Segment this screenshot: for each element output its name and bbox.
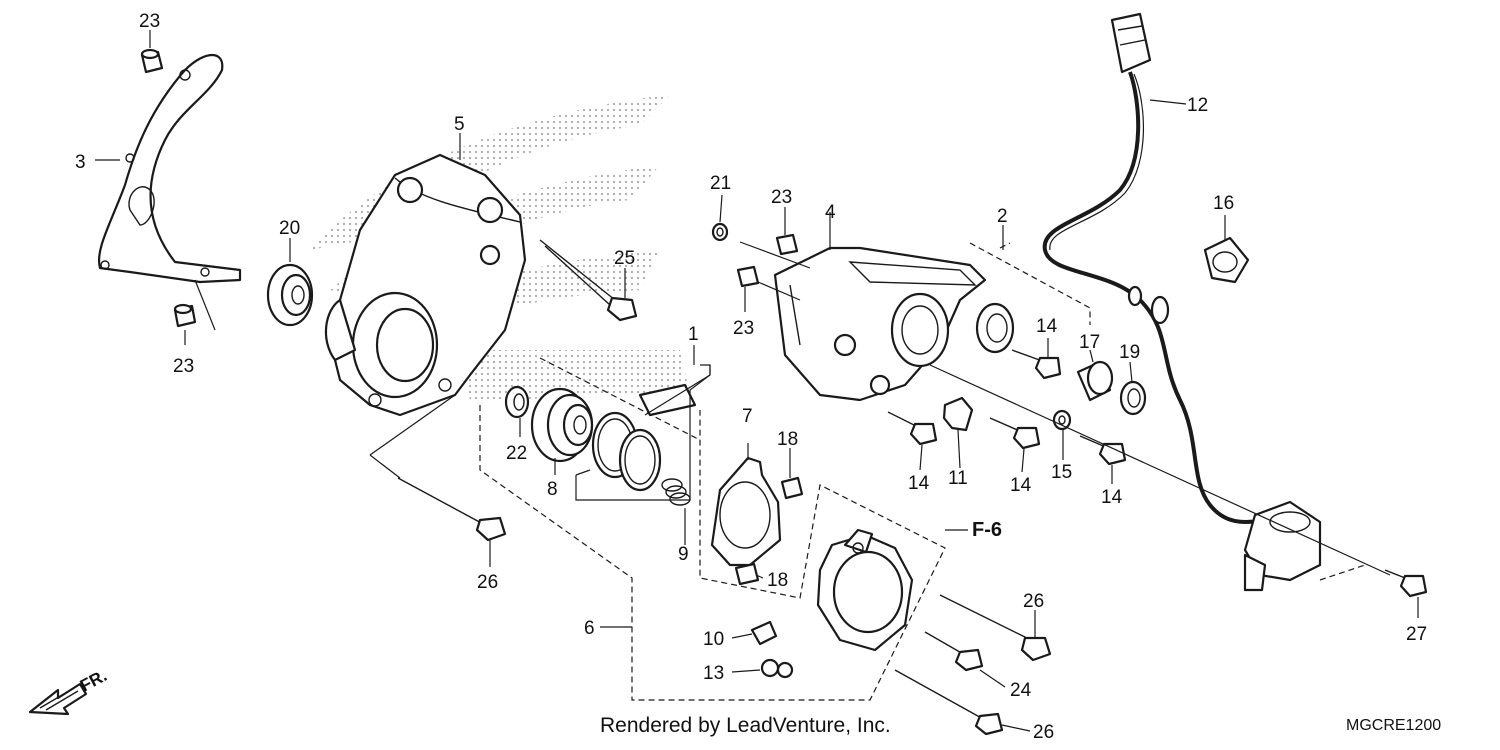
- dowel-pin: [173, 303, 197, 328]
- front-direction-arrow: FR.: [28, 666, 110, 716]
- bolt: [539, 239, 638, 322]
- callout-labels: 23 3 20 23 5 25 1 22 8 9 26 6 7 18 18 10…: [75, 11, 1427, 743]
- dowel-pin: [734, 562, 760, 586]
- assembly-outline: [969, 242, 1366, 581]
- callout-14: 14: [1101, 487, 1123, 508]
- impeller: [530, 387, 594, 463]
- callout-1: 1: [688, 324, 699, 345]
- diagram-code: MGCRE1200: [1346, 717, 1441, 734]
- pump-gasket: [710, 456, 782, 567]
- callout-20: 20: [279, 218, 300, 239]
- callout-7: 7: [742, 406, 753, 427]
- callout-17: 17: [1079, 332, 1100, 353]
- callout-23: 23: [173, 356, 194, 377]
- callout-22: 22: [506, 443, 527, 464]
- dowel-pin: [775, 233, 799, 256]
- callout-24: 24: [1010, 680, 1032, 701]
- pump-housing: [816, 528, 914, 652]
- mechanical-seal: [504, 385, 530, 419]
- callout-14: 14: [1010, 475, 1032, 496]
- callout-14: 14: [908, 473, 930, 494]
- bolt: [924, 631, 984, 672]
- assembly-outline: [369, 241, 1391, 576]
- washer: [1052, 409, 1072, 431]
- callout-4: 4: [825, 202, 836, 223]
- callout-15: 15: [1051, 462, 1072, 483]
- callout-18: 18: [767, 570, 788, 591]
- oil-seal: [266, 263, 314, 327]
- o-ring: [618, 428, 662, 492]
- callout-2: 2: [997, 206, 1008, 227]
- callout-16: 16: [1213, 193, 1234, 214]
- callout-23: 23: [733, 318, 754, 339]
- dowel-pin: [736, 265, 760, 288]
- kit-bracket: [644, 364, 711, 416]
- bolt: [1079, 435, 1127, 466]
- dowel-pin: [780, 476, 804, 500]
- callout-8: 8: [547, 479, 558, 500]
- callout-23: 23: [771, 187, 792, 208]
- callout-13: 13: [703, 663, 724, 684]
- bolt: [397, 477, 507, 542]
- callout-11: 11: [948, 468, 968, 489]
- callout-5: 5: [454, 114, 465, 135]
- wire-harness: [1042, 12, 1271, 524]
- callout-6: 6: [584, 618, 595, 639]
- callout-19: 19: [1119, 342, 1140, 363]
- dowel-pin: [140, 48, 164, 74]
- callout-10: 10: [703, 629, 724, 650]
- callout-9: 9: [678, 544, 689, 565]
- gasket-bracket: [97, 54, 242, 331]
- bolt: [1384, 569, 1428, 598]
- clip: [942, 396, 974, 432]
- temperature-sensor: [1243, 500, 1322, 592]
- bolt: [894, 669, 1004, 736]
- credit-text: Rendered by LeadVenture, Inc.: [600, 714, 891, 737]
- sleeve: [1076, 360, 1114, 402]
- callout-18: 18: [777, 429, 798, 450]
- bolt: [989, 417, 1041, 450]
- callout-21: 21: [710, 173, 731, 194]
- callout-26: 26: [1023, 591, 1044, 612]
- callout-26: 26: [477, 572, 498, 593]
- bolt: [1011, 349, 1062, 380]
- o-ring: [1119, 380, 1147, 416]
- callout-23: 23: [139, 11, 160, 32]
- hose-clamp: [750, 620, 778, 646]
- callout-26: 26: [1033, 722, 1054, 743]
- callout-25: 25: [614, 248, 635, 269]
- bolt: [887, 411, 938, 446]
- callout-27: 27: [1406, 624, 1427, 645]
- callout-12: 12: [1187, 95, 1208, 116]
- spring: [661, 478, 691, 506]
- callout-14: 14: [1036, 316, 1058, 337]
- thermostat-housing: [773, 246, 1015, 402]
- bolt: [939, 594, 1052, 662]
- leader-lines: [95, 30, 1419, 732]
- pump-cover: [324, 153, 527, 417]
- washer: [711, 222, 729, 242]
- reference-label: F-6: [972, 519, 1002, 541]
- grommet: [1203, 236, 1250, 284]
- drain-bolt: [760, 658, 794, 679]
- callout-3: 3: [75, 152, 86, 173]
